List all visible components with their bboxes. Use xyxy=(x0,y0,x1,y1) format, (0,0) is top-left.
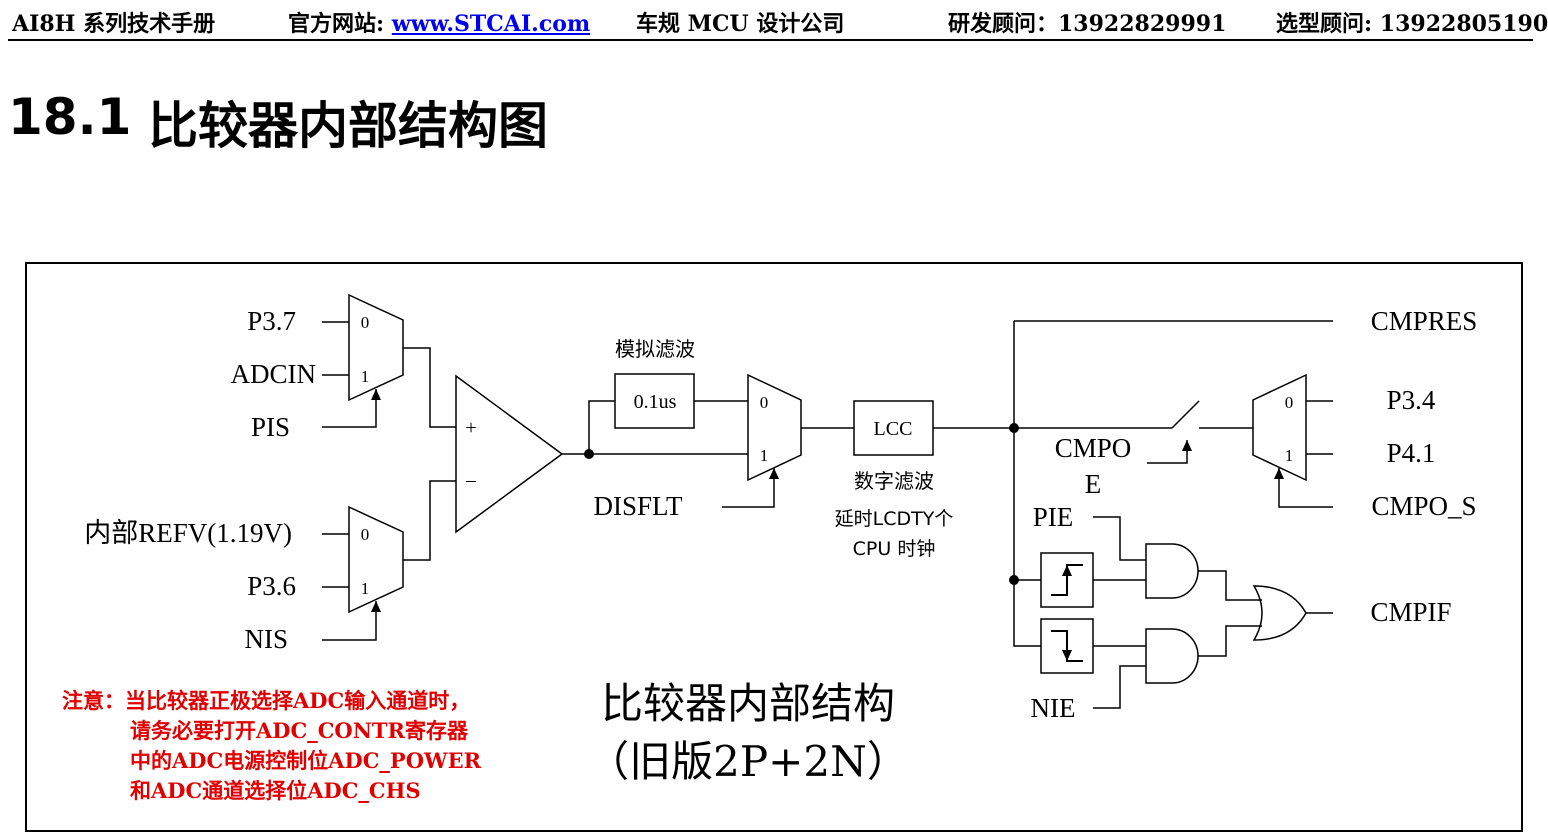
wire-cmpoe-ctrl xyxy=(1147,440,1188,464)
mux-negative xyxy=(348,505,404,614)
company-label: 车规 MCU 设计公司 xyxy=(636,11,845,37)
label-nis: NIS xyxy=(244,624,288,654)
wire-output-bus xyxy=(1013,321,1041,647)
caption-line-2: （旧版2P+2N） xyxy=(587,737,909,786)
label-refv: 内部REFV(1.19V) xyxy=(84,518,292,548)
diagram-frame xyxy=(25,262,1523,832)
arrow-fall xyxy=(1062,650,1072,661)
selection-consultant: 选型顾问: 13922805190 xyxy=(1276,11,1548,37)
label-cmpo-s: CMPO_S xyxy=(1371,491,1476,521)
digital-filter-delay-2: CPU 时钟 xyxy=(853,538,936,560)
label-adcin: ADCIN xyxy=(231,359,317,389)
mux-out-bit1: 1 xyxy=(1285,446,1294,465)
arrow-pis xyxy=(371,389,381,400)
section-number: 18.1 xyxy=(8,88,132,146)
wire-mux-pos-out xyxy=(403,347,456,428)
note-line-4: 和ADC通道选择位ADC_CHS xyxy=(130,778,421,803)
caption-line-1: 比较器内部结构 xyxy=(601,679,895,728)
digital-filter-delay-1: 延时LCDTY个 xyxy=(835,508,954,530)
mux-neg-bit1: 1 xyxy=(361,579,370,598)
label-p34: P3.4 xyxy=(1387,385,1436,415)
and-gate-upper xyxy=(1145,543,1199,599)
falling-edge-icon xyxy=(1051,630,1083,662)
switch-cmpoe xyxy=(1171,400,1200,429)
label-cmpoe-1: CMPO xyxy=(1055,433,1132,463)
site-link[interactable]: www.STCAI.com xyxy=(391,11,591,37)
wire-and2-or xyxy=(1198,625,1262,657)
or-gate xyxy=(1252,585,1307,641)
header-divider xyxy=(8,39,1533,41)
comparator-plus: + xyxy=(465,417,476,439)
wire-pis xyxy=(322,389,377,428)
note-line-1: 注意：当比较器正极选择ADC输入通道时， xyxy=(62,688,470,713)
arrow-rise xyxy=(1062,565,1072,576)
label-nie: NIE xyxy=(1031,693,1076,723)
comparator-triangle xyxy=(455,374,564,534)
analog-filter-value: 0.1us xyxy=(634,391,677,413)
wire-pie xyxy=(1093,516,1146,561)
label-pie: PIE xyxy=(1033,502,1074,532)
official-site: 官方网站: www.STCAI.com xyxy=(288,6,590,38)
mux-filter-bit1: 1 xyxy=(760,446,769,465)
label-cmpres: CMPRES xyxy=(1371,306,1478,336)
arrow-cmpo-s xyxy=(1274,468,1284,479)
note-line-3: 中的ADC电源控制位ADC_POWER xyxy=(130,748,482,773)
rising-edge-icon xyxy=(1051,564,1083,596)
manual-title: AI8H 系列技术手册 xyxy=(12,11,216,37)
junction-lcc xyxy=(1009,423,1019,433)
mux-out-bit0: 0 xyxy=(1285,393,1294,412)
mux-filter-bit0: 0 xyxy=(760,393,769,412)
site-label: 官方网站: xyxy=(288,11,392,37)
wire-filter-in xyxy=(588,400,615,454)
wire-nis xyxy=(322,601,377,641)
note-line-2: 请务必要打开ADC_CONTR寄存器 xyxy=(130,718,469,743)
analog-filter-label: 模拟滤波 xyxy=(615,337,695,361)
lcc-label: LCC xyxy=(874,418,913,440)
wire-and1-or xyxy=(1198,570,1262,601)
and-gate-lower xyxy=(1145,628,1199,684)
label-disflt: DISFLT xyxy=(593,491,683,521)
wire-nie xyxy=(1093,665,1146,709)
wire-cmpo-s xyxy=(1278,468,1333,508)
digital-filter-label: 数字滤波 xyxy=(854,469,934,493)
mux-pos-bit1: 1 xyxy=(361,367,370,386)
wire-disflt xyxy=(722,468,775,508)
rd-consultant: 研发顾问：13922829991 xyxy=(948,11,1227,37)
mux-pos-bit0: 0 xyxy=(361,313,370,332)
label-p41: P4.1 xyxy=(1387,438,1436,468)
junction-edge xyxy=(1009,575,1019,585)
arrow-nis xyxy=(371,601,381,612)
label-pis: PIS xyxy=(251,412,290,442)
label-p36: P3.6 xyxy=(247,571,296,601)
arrow-disflt xyxy=(769,468,779,479)
arrow-cmpoe xyxy=(1182,440,1192,451)
label-cmpif: CMPIF xyxy=(1370,597,1451,627)
label-p37: P3.7 xyxy=(247,306,296,336)
mux-neg-bit0: 0 xyxy=(361,525,370,544)
mux-filter xyxy=(747,373,802,482)
mux-output xyxy=(1252,373,1307,482)
section-title: 比较器内部结构图 xyxy=(148,97,548,155)
comparator-minus: – xyxy=(465,469,477,491)
wire-mux-neg-out xyxy=(403,480,456,561)
mux-positive xyxy=(348,293,404,402)
junction-comp xyxy=(584,449,594,459)
label-cmpoe-2: E xyxy=(1085,469,1102,499)
